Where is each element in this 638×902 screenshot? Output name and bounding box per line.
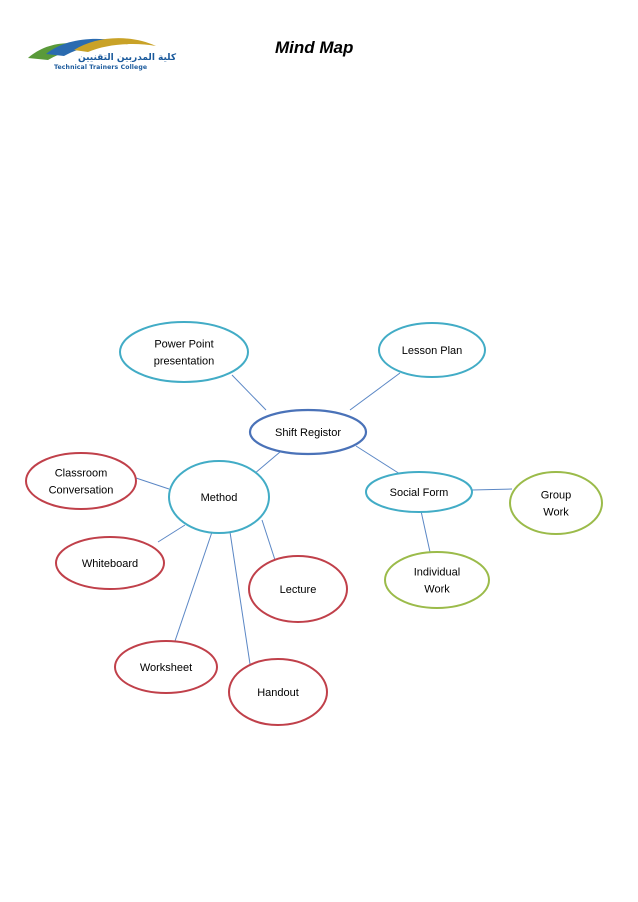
node-label-group-work: Group	[541, 490, 572, 502]
node-shape-power-point	[119, 321, 249, 383]
node-label-power-point: Power Point	[154, 339, 213, 351]
connectors	[135, 372, 513, 665]
node-shift-registor: Shift Registor	[248, 408, 368, 456]
connector-method-to-handout	[229, 531, 251, 665]
node-lesson-plan: Lesson Plan	[378, 322, 486, 378]
node-shape-worksheet	[114, 640, 218, 694]
connector-method-to-classroom-conversation	[135, 477, 170, 490]
node-label-social-form: Social Form	[390, 487, 449, 499]
node-lecture: Lecture	[248, 555, 348, 623]
node-label-individual-work: Work	[424, 584, 450, 596]
connector-shift-registor-to-method	[253, 451, 281, 475]
connector-method-to-whiteboard	[157, 524, 186, 543]
node-label-whiteboard: Whiteboard	[82, 558, 138, 570]
node-shape-lesson-plan	[378, 322, 486, 378]
connector-shift-registor-to-lesson-plan	[349, 372, 401, 411]
logo-arabic-text: كلية المدربين التقنيين	[78, 53, 177, 63]
node-handout: Handout	[228, 658, 328, 726]
node-power-point: Power Point presentation	[119, 321, 249, 383]
college-logo: كلية المدربين التقنيين Technical Trainer…	[26, 34, 177, 76]
node-shape-social-form	[365, 471, 473, 513]
node-shape-individual-work	[384, 551, 490, 609]
logo-english-text: Technical Trainers College	[54, 64, 148, 71]
node-shape-classroom-conversation	[25, 452, 137, 510]
connector-social-form-to-individual-work	[420, 510, 431, 553]
connector-shift-registor-to-power-point	[231, 374, 267, 411]
logo-swoosh-icon	[28, 38, 156, 60]
node-label-individual-work: Individual	[414, 567, 460, 579]
node-shape-whiteboard	[55, 536, 165, 590]
connector-method-to-lecture	[261, 519, 276, 561]
node-label-shift-registor: Shift Registor	[275, 427, 341, 439]
node-shape-method	[168, 460, 270, 534]
page-title: Mind Map	[275, 38, 354, 57]
node-label-classroom-conversation: Conversation	[49, 485, 114, 497]
node-label-method: Method	[201, 492, 238, 504]
connector-social-form-to-group-work	[471, 488, 513, 491]
nodes: Shift Registor Power Point presentation Les…	[25, 321, 603, 726]
node-shape-shift-registor	[248, 408, 368, 456]
node-whiteboard: Whiteboard	[55, 536, 165, 590]
node-worksheet: Worksheet	[114, 640, 218, 694]
node-shape-handout	[228, 658, 328, 726]
node-label-handout: Handout	[257, 687, 299, 699]
node-label-worksheet: Worksheet	[140, 662, 192, 674]
connector-shift-registor-to-social-form	[355, 445, 401, 475]
connector-method-to-worksheet	[174, 531, 213, 642]
node-label-lesson-plan: Lesson Plan	[402, 345, 463, 357]
node-label-classroom-conversation: Classroom	[55, 468, 108, 480]
node-label-power-point: presentation	[154, 356, 215, 368]
node-method: Method	[168, 460, 270, 534]
node-shape-group-work	[509, 471, 603, 535]
node-label-group-work: Work	[543, 507, 569, 519]
node-shape-lecture	[248, 555, 348, 623]
node-label-lecture: Lecture	[280, 584, 317, 596]
node-social-form: Social Form	[365, 471, 473, 513]
